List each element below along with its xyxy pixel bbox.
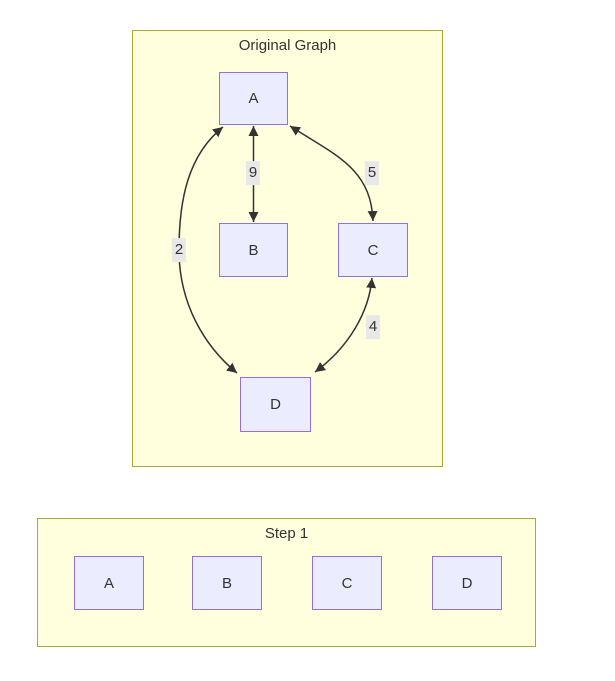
step1-node-b: B	[192, 556, 262, 610]
cluster-step-1-title: Step 1	[264, 525, 309, 542]
edge-weight-a-d: 2	[171, 238, 187, 262]
node-d-label: D	[270, 396, 281, 413]
edge-weight-a-b: 9	[245, 161, 261, 185]
edge-a-c	[289, 125, 378, 222]
step1-node-c-label: C	[341, 574, 353, 592]
step1-node-c: C	[312, 556, 382, 610]
step1-node-d-label: D	[461, 574, 473, 592]
step1-node-a: A	[74, 556, 144, 610]
step1-node-a-label: A	[103, 574, 114, 592]
node-a: A	[219, 72, 288, 125]
edge-weight-a-c: 5	[364, 161, 380, 185]
node-b-label: B	[248, 241, 259, 259]
step1-node-b-label: B	[221, 574, 232, 592]
cluster-original-graph-title: Original Graph	[238, 37, 337, 54]
node-c-label: C	[367, 241, 379, 259]
edge-weight-c-d: 4	[365, 315, 381, 339]
node-a-label: A	[248, 90, 259, 107]
edge-c-d	[314, 277, 377, 373]
node-d: D	[240, 377, 311, 432]
node-c: C	[338, 223, 408, 277]
step1-node-d: D	[432, 556, 502, 610]
node-b: B	[219, 223, 288, 277]
